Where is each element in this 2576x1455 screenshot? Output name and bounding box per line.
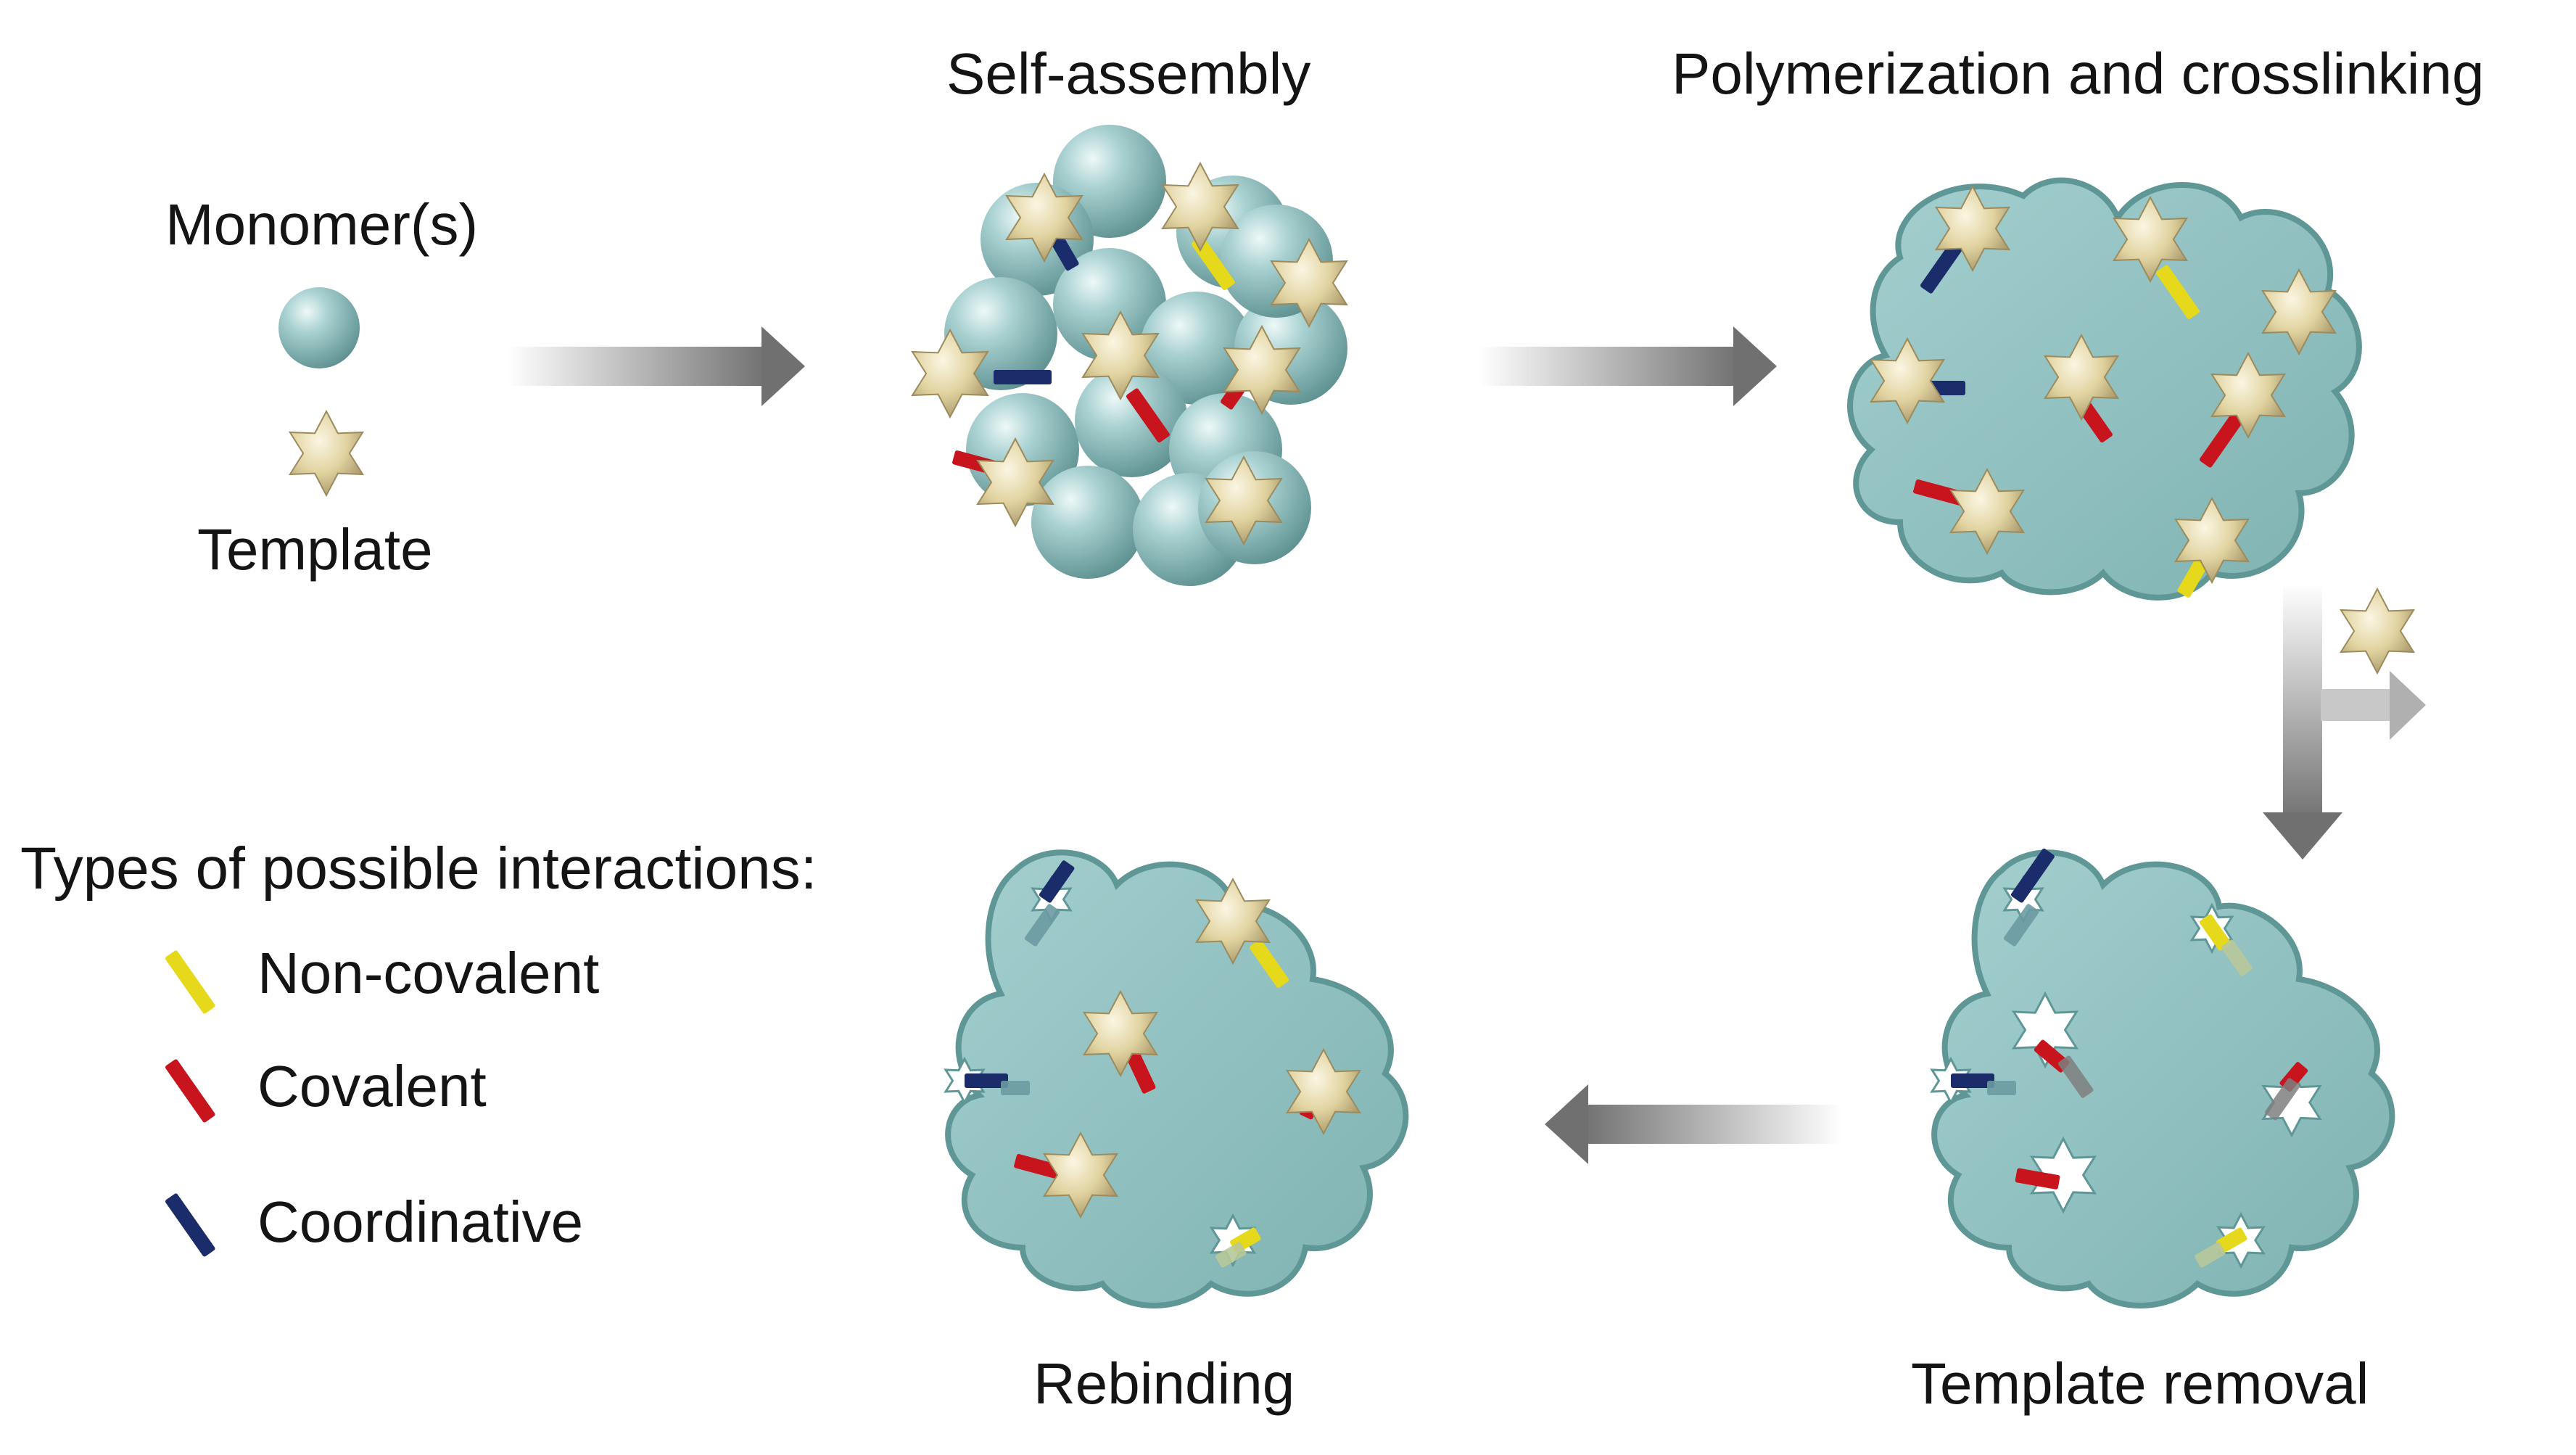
- imprinted-cavities: [1930, 848, 2322, 1269]
- legend-label-covalent: Covalent: [257, 1054, 487, 1118]
- polymer-bound-templates: [1869, 184, 2337, 598]
- interaction-bar: [1126, 388, 1170, 443]
- template-removal-label: Template removal: [1911, 1351, 2369, 1416]
- rebound-templates: [944, 860, 1362, 1268]
- interaction-bar: [2216, 1227, 2247, 1253]
- interaction-bar: [2199, 413, 2243, 468]
- template-star: [1082, 989, 1159, 1078]
- template-star: [911, 328, 989, 419]
- self-assembly-label: Self-assembly: [946, 41, 1311, 106]
- template-star: [1223, 324, 1301, 416]
- removed-template-star-icon: [2339, 587, 2416, 675]
- interaction-bar: [2057, 1055, 2094, 1098]
- interaction-bar: [1001, 1081, 1030, 1095]
- template-star: [2112, 195, 2189, 284]
- template-star: [1205, 455, 1283, 546]
- template-star: [976, 437, 1054, 528]
- covalent-swatch: [165, 1059, 215, 1123]
- template-label: Template: [197, 517, 433, 582]
- template-star-icon: [288, 409, 365, 498]
- template-star: [1934, 184, 2011, 273]
- arrow-1: [508, 326, 805, 406]
- legend-label-coordinative: Coordinative: [257, 1190, 584, 1254]
- interaction-bar: [2264, 1078, 2300, 1121]
- interaction-bar: [1039, 860, 1075, 903]
- legend-title: Types of possible interactions:: [20, 836, 817, 902]
- legend-swatches: [165, 950, 215, 1257]
- rebinding-label: Rebinding: [1033, 1351, 1295, 1416]
- interaction-bar: [1024, 904, 1060, 947]
- star-cavity: [2029, 1136, 2097, 1214]
- template-star: [2261, 268, 2337, 356]
- interaction-bar: [1191, 236, 1235, 291]
- self-assembly-cluster: [911, 125, 1348, 586]
- template-star: [2174, 496, 2250, 585]
- interaction-bar: [2015, 1168, 2060, 1190]
- interaction-bar: [1249, 939, 1289, 988]
- template-star: [2043, 333, 2120, 421]
- template-star: [1161, 161, 1239, 252]
- template-star: [1285, 1047, 1362, 1136]
- template-star: [1005, 172, 1083, 263]
- monomer-sphere: [1140, 292, 1253, 405]
- interaction-bar: [2199, 914, 2231, 951]
- template-star: [1042, 1131, 1119, 1219]
- legend-label-non-covalent: Non-covalent: [257, 941, 600, 1005]
- monomer-sphere: [1053, 248, 1166, 361]
- interaction-bar: [1014, 1154, 1059, 1179]
- interaction-bar: [2010, 848, 2055, 903]
- monomer-sphere-icon: [278, 287, 360, 368]
- interaction-bar: [965, 1073, 1008, 1088]
- monomer-sphere: [1031, 466, 1144, 579]
- star-cavity: [2011, 991, 2079, 1069]
- interaction-bar: [2003, 904, 2039, 947]
- removed-template-star-icon: [2339, 587, 2416, 675]
- monomer-sphere: [1075, 364, 1188, 477]
- polymerization-label: Polymerization and crosslinking: [1672, 41, 2485, 106]
- interaction-bar: [1125, 1049, 1156, 1094]
- star-cavity: [2261, 1067, 2322, 1138]
- arrow-down-split: [2263, 584, 2426, 860]
- interaction-bar: [1987, 1081, 2016, 1095]
- template-star: [2210, 351, 2287, 440]
- template-star: [1194, 877, 1271, 965]
- template-star: [1949, 467, 2026, 556]
- interaction-bar: [1215, 1242, 1247, 1268]
- arrow-left: [1545, 1084, 1842, 1164]
- template-star-icon: [288, 409, 365, 498]
- coordinative-swatch: [165, 1193, 215, 1257]
- template-star: [1081, 310, 1160, 401]
- interaction-bar: [1951, 1073, 1994, 1088]
- interaction-bar: [2155, 265, 2200, 320]
- interaction-bar: [994, 370, 1052, 384]
- template-star: [1869, 337, 1946, 425]
- arrow-2: [1479, 326, 1777, 406]
- interaction-bar: [1920, 239, 1964, 294]
- interaction-bar: [2195, 1242, 2226, 1268]
- template-star: [1270, 237, 1348, 329]
- interaction-bar: [2221, 939, 2253, 976]
- polymer-template-removed: [1931, 849, 2395, 1308]
- monomer-label: Monomer(s): [165, 192, 479, 257]
- non-covalent-swatch: [165, 950, 215, 1014]
